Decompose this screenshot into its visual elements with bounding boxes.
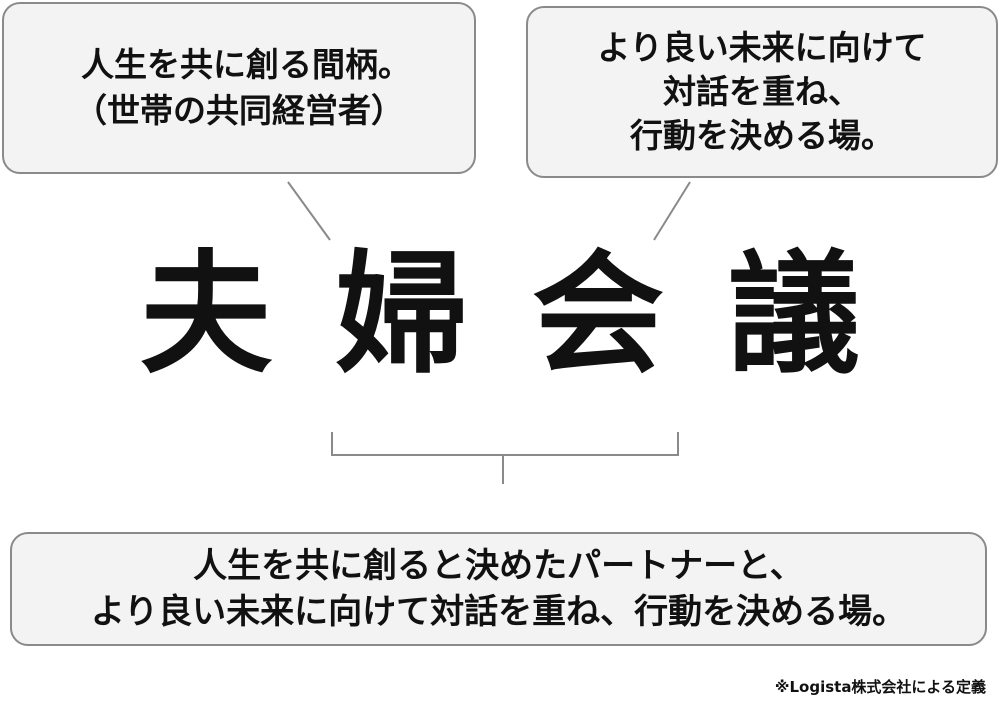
definition-line: より良い未来に向けて (597, 28, 927, 67)
definition-box-summary: 人生を共に創ると決めたパートナーと、 より良い未来に向けて対話を重ね、行動を決め… (10, 532, 987, 646)
title-char: 夫 (140, 238, 272, 392)
title-char: 議 (728, 238, 860, 392)
bracket (331, 432, 679, 456)
definition-line: （世帯の共同経営者） (74, 91, 404, 130)
definition-box-meeting: より良い未来に向けて 対話を重ね、 行動を決める場。 (526, 6, 998, 178)
summary-line: より良い未来に向けて対話を重ね、行動を決める場。 (90, 592, 907, 632)
connector-left (287, 181, 331, 241)
summary-line: 人生を共に創ると決めたパートナーと、 (193, 546, 804, 586)
definition-line: 人生を共に創る間柄。 (81, 45, 411, 84)
main-title: 夫 婦 会 議 (0, 240, 1000, 390)
title-char: 婦 (336, 238, 468, 392)
source-footnote: ※Logista株式会社による定義 (774, 678, 986, 696)
definition-line: 対話を重ね、 (663, 72, 861, 111)
title-char: 会 (532, 238, 664, 392)
definition-box-couple: 人生を共に創る間柄。 （世帯の共同経営者） (2, 2, 476, 174)
definition-line: 行動を決める場。 (630, 116, 894, 155)
connector-right (653, 181, 691, 241)
